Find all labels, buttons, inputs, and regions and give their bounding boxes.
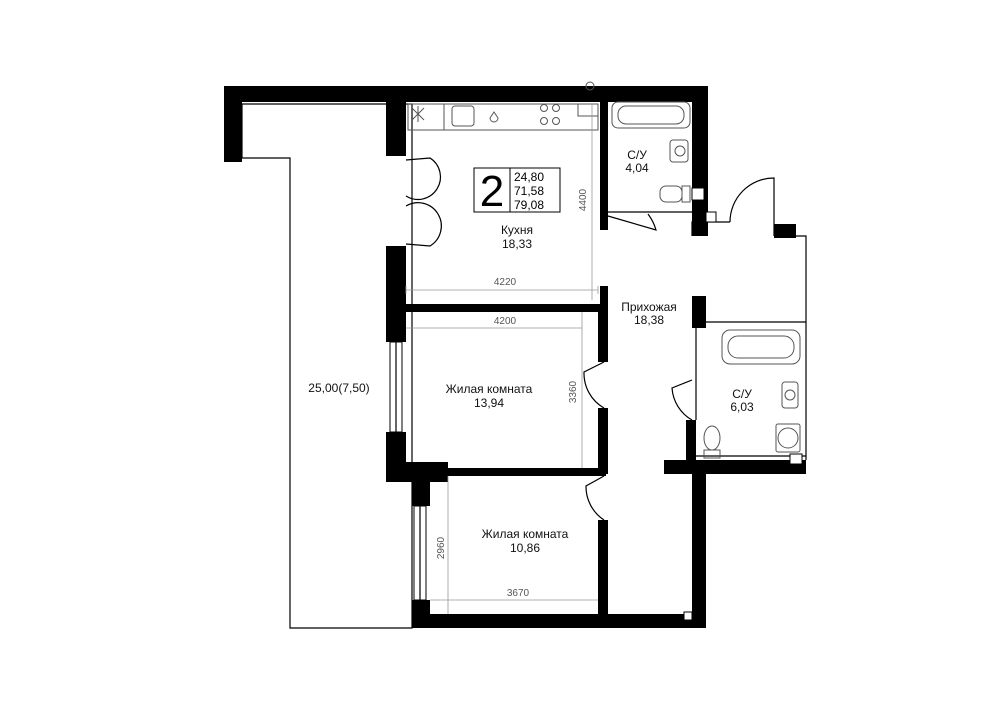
hall-name: Прихожая [621,300,677,314]
balcony-area: 25,00(7,50) [308,381,369,395]
dim-kitchen-depth: 4400 [578,188,589,211]
doors [405,157,775,521]
total-area: 79,08 [514,198,544,212]
living1-name: Жилая комната [446,382,533,396]
walls [224,86,806,628]
dim-living2-depth: 2960 [436,536,447,559]
useful-area: 71,58 [514,184,544,198]
kitchen-name: Кухня [501,223,533,237]
dim-living2-width: 3670 [507,588,530,599]
rooms-count: 2 [480,167,504,216]
dim-living1-width: 4200 [494,316,517,327]
summary-badge: 2 24,80 71,58 79,08 [473,167,561,216]
hall-area: 18,38 [634,313,664,327]
bath1-name: С/У [627,148,647,162]
bath2-name: С/У [732,387,752,401]
kitchen-area: 18,33 [502,237,532,251]
bath2-area: 6,03 [730,400,754,414]
windows [389,341,427,601]
dim-living1-depth: 3360 [568,380,579,403]
fixtures [407,81,803,621]
dim-kitchen-width: 4220 [494,277,517,288]
dimension-lines [405,104,599,614]
living1-area: 13,94 [474,396,504,410]
living2-name: Жилая комната [482,527,569,541]
bath1-area: 4,04 [625,161,649,175]
living-area: 24,80 [514,170,544,184]
living2-area: 10,86 [510,541,540,555]
balcony-outline [241,103,413,629]
thin-walls [608,211,807,460]
